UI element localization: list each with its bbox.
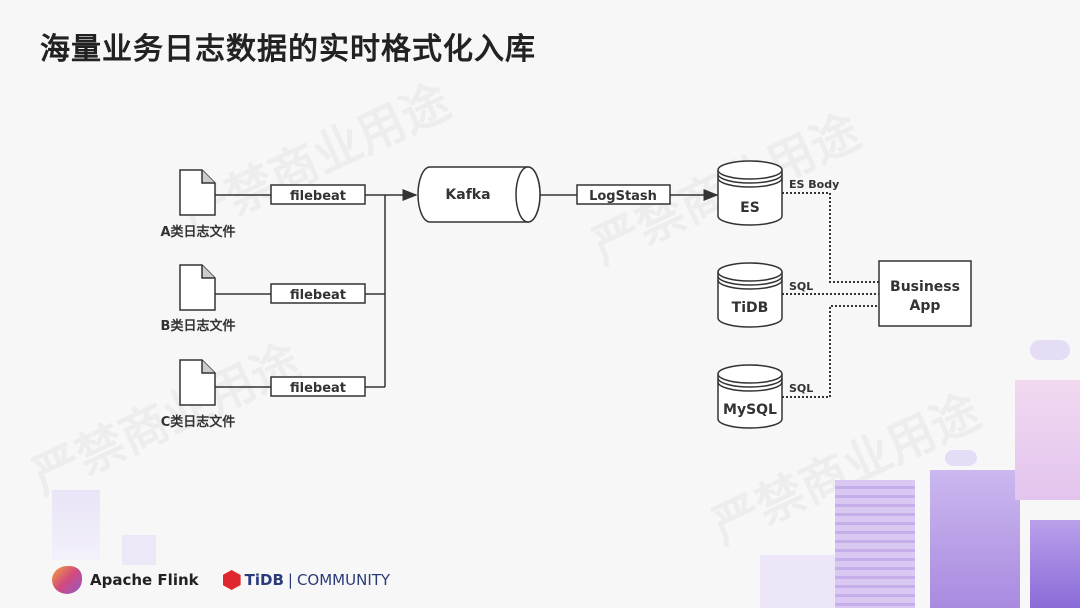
file-icon <box>179 169 216 216</box>
page-title: 海量业务日志数据的实时格式化入库 <box>40 32 536 67</box>
filebeat-label: filebeat <box>290 381 346 396</box>
edge-label: ES Body <box>789 178 839 191</box>
business-app-box <box>878 260 972 327</box>
tidb-hexagon-icon <box>222 570 241 590</box>
es-database-icon <box>717 160 783 226</box>
decor-building <box>1030 520 1080 608</box>
mysql-connection <box>782 305 879 398</box>
filebeat-label: filebeat <box>290 189 346 204</box>
file-icon <box>179 264 216 311</box>
footer-logos: Apache Flink TiDB | COMMUNITY <box>52 566 390 594</box>
mysql-database-icon <box>717 364 783 429</box>
flink-squirrel-icon <box>52 566 82 594</box>
decor-building <box>930 470 1020 608</box>
decor-cloud <box>945 450 977 466</box>
mysql-label: MySQL <box>723 402 777 418</box>
tidb-label: TiDB <box>732 300 769 316</box>
file-icon <box>179 359 216 406</box>
decor-building <box>52 490 100 560</box>
edge-label: SQL <box>789 382 813 395</box>
edge-label: SQL <box>789 280 813 293</box>
logstash-label: LogStash <box>589 189 657 204</box>
flink-name: Apache Flink <box>90 571 199 589</box>
es-label: ES <box>740 200 760 216</box>
apache-flink-logo: Apache Flink <box>52 566 199 594</box>
es-connection <box>782 192 879 283</box>
tidb-name: TiDB <box>244 571 284 589</box>
tidb-community: COMMUNITY <box>296 571 391 589</box>
tidb-database-icon <box>717 262 783 328</box>
source-label: A类日志文件 <box>160 224 235 240</box>
source-label: C类日志文件 <box>161 414 236 430</box>
tidb-separator: | <box>287 571 293 589</box>
decor-cloud <box>1030 340 1070 360</box>
business-app-label: Business <box>890 279 960 295</box>
decor-building <box>835 480 915 608</box>
decor-building <box>1015 380 1080 500</box>
source-label: B类日志文件 <box>161 318 236 334</box>
decor-building <box>760 555 835 608</box>
decor-building <box>122 535 156 565</box>
tidb-community-logo: TiDB | COMMUNITY <box>222 570 391 590</box>
kafka-label: Kafka <box>445 187 490 203</box>
filebeat-label: filebeat <box>290 288 346 303</box>
business-app-label: App <box>910 298 941 314</box>
kafka-queue <box>417 166 541 223</box>
